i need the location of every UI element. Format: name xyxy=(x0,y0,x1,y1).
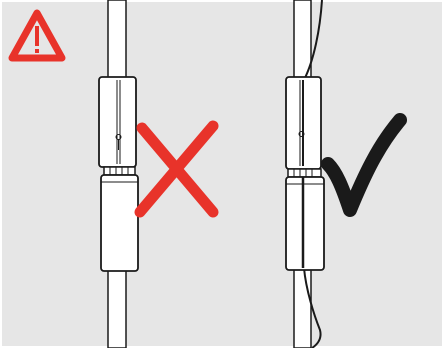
cross-icon xyxy=(134,120,219,218)
panel-correct xyxy=(285,0,407,348)
coupling xyxy=(103,166,136,176)
upper-sleeve xyxy=(285,76,322,170)
cable xyxy=(303,0,323,348)
check-icon xyxy=(321,113,407,217)
lower-sleeve xyxy=(100,174,139,272)
panel-incorrect xyxy=(98,0,219,348)
lower-sleeve xyxy=(285,176,325,271)
coupling xyxy=(287,168,322,178)
warning-triangle-icon xyxy=(8,9,66,62)
upper-sleeve xyxy=(98,76,137,168)
